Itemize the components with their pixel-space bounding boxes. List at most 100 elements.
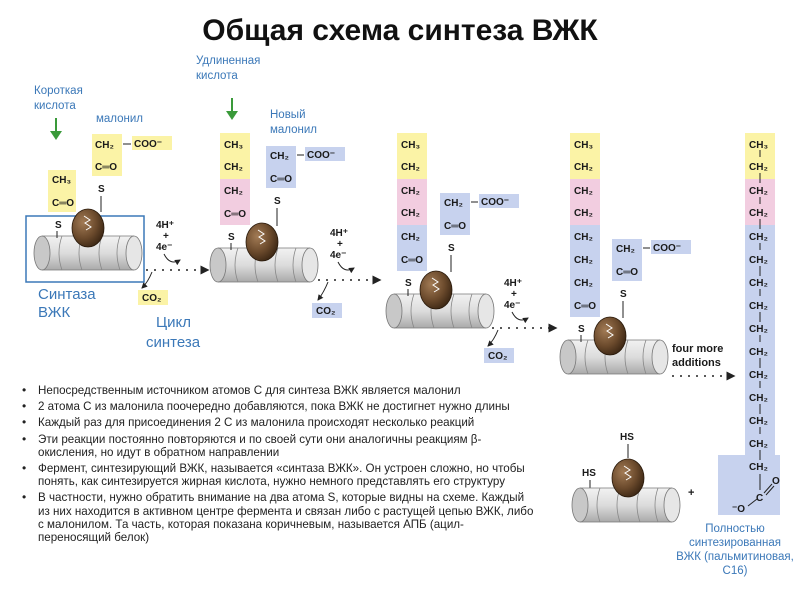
chem-ch3: CH₃	[749, 140, 768, 151]
bullet-item: Фермент, синтезирующий ВЖК, называется «…	[14, 462, 534, 488]
cycle-label-2: синтеза	[146, 334, 201, 351]
chem-ch2: CH₂	[401, 162, 420, 173]
apb-protein-icon	[245, 222, 279, 262]
malonyl-block-1	[92, 134, 122, 176]
apb-protein-icon	[593, 316, 627, 356]
chem-ch2: CH₂	[749, 416, 768, 427]
apb-protein-icon	[611, 458, 645, 498]
chem-ch2: CH₂	[574, 278, 593, 289]
chem-ch2: CH₂	[749, 462, 768, 473]
chem-plus: +	[163, 231, 169, 242]
co2-block-3	[484, 348, 514, 363]
bullet-item: 2 атома С из малонила поочередно добавля…	[14, 400, 534, 413]
chem-ominus: ⁻O	[732, 504, 745, 515]
bullet-item: Непосредственным источником атомов С для…	[14, 384, 534, 397]
chem-hs: HS	[582, 468, 596, 479]
bullet-list: Непосредственным источником атомов С для…	[14, 384, 534, 547]
chem-co: C═O	[401, 255, 423, 266]
bullet-item: Эти реакции постоянно повторяются и по с…	[14, 433, 534, 459]
stage-3: CH₃ CH₂ CH₂ CH₂ CH₂ C═O S CH₂ COO⁻ C═O S…	[385, 133, 558, 363]
chem-coo: COO⁻	[653, 243, 681, 254]
chem-plus: +	[337, 239, 343, 250]
chem-ch2: CH₂	[444, 198, 463, 209]
new-malonyl-label-2: малонил	[270, 124, 317, 136]
green-down-arrow-icon	[50, 118, 62, 140]
stage-4: CH₃ CH₂ CH₂ CH₂ CH₂ CH₂ CH₂ C═O S CH₂ CO…	[559, 133, 736, 381]
chem-co2: CO₂	[316, 306, 335, 317]
chem-coo: COO⁻	[481, 197, 509, 208]
bullet-item: Каждый раз для присоединения 2 С из мало…	[14, 416, 534, 429]
chem-hs: HS	[620, 432, 634, 443]
bullet-item: В частности, нужно обратить внимание на …	[14, 491, 534, 544]
four-more-label-1: four more	[672, 343, 723, 355]
apb-protein-icon	[71, 208, 105, 248]
chem-ch2: CH₂	[749, 324, 768, 335]
synthase-label-1: Синтаза	[38, 286, 96, 303]
chem-co: C═O	[444, 221, 466, 232]
chem-co: C═O	[574, 301, 596, 312]
elongated-label-1: Удлиненная	[196, 55, 260, 67]
chem-s: S	[620, 289, 627, 300]
chem-s: S	[55, 220, 62, 231]
chem-ch2: CH₂	[749, 232, 768, 243]
chem-co: C═O	[270, 174, 292, 185]
chem-4e: 4e⁻	[504, 300, 520, 311]
plus-sign: +	[688, 487, 694, 499]
chem-s: S	[405, 278, 412, 289]
chem-ch3: CH₃	[224, 140, 243, 151]
chem-s: S	[228, 232, 235, 243]
chem-4e: 4e⁻	[156, 242, 172, 253]
chem-ch2: CH₂	[749, 347, 768, 358]
coo-block-1	[132, 136, 172, 150]
chem-s: S	[98, 184, 105, 195]
cycle-label-1: Цикл	[156, 314, 191, 331]
chem-ch2: CH₂	[616, 244, 635, 255]
chem-ch2: CH₂	[401, 232, 420, 243]
acyl-block	[48, 170, 76, 212]
chem-ch2: CH₂	[574, 186, 593, 197]
chem-s: S	[448, 243, 455, 254]
chem-ch2: CH₂	[574, 162, 593, 173]
co2-block-1	[138, 290, 168, 305]
chem-ch2: CH₂	[270, 151, 289, 162]
palmitate-chain: CH₃ CH₂ CH₂ CH₂ CH₂ CH₂ CH₂ CH₂ CH₂ CH₂ …	[718, 133, 780, 515]
chem-ch2: CH₂	[95, 140, 114, 151]
chem-4h: 4H⁺	[504, 278, 522, 289]
chem-coo: COO⁻	[307, 150, 335, 161]
chem-ch3: CH₃	[401, 140, 420, 151]
chem-plus: +	[511, 289, 517, 300]
stage-2: Удлиненная кислота Новый малонил CH₃ CH₂…	[196, 55, 382, 318]
chem-ch2: CH₂	[749, 186, 768, 197]
chem-co: C═O	[224, 209, 246, 220]
malonyl-label: малонил	[96, 113, 143, 125]
chem-ch2: CH₂	[224, 186, 243, 197]
chem-co: C═O	[616, 267, 638, 278]
co2-block-2	[312, 303, 342, 318]
apb-protein-icon	[419, 270, 453, 310]
short-acid-label-1: Короткая	[34, 85, 83, 97]
chem-ch3: CH₃	[574, 140, 593, 151]
chem-co2: CO₂	[488, 351, 507, 362]
elongated-label-2: кислота	[196, 70, 238, 82]
chem-ch2: CH₂	[224, 162, 243, 173]
four-more-label-2: additions	[672, 357, 721, 369]
slide-title: Общая схема синтеза ВЖК	[202, 14, 598, 47]
chem-ch2: CH₂	[749, 301, 768, 312]
chem-ch2: CH₂	[574, 208, 593, 219]
short-acid-label-2: кислота	[34, 100, 76, 112]
synthase-label-2: ВЖК	[38, 304, 71, 321]
chem-ch2: CH₂	[749, 439, 768, 450]
chem-ch2: CH₂	[574, 232, 593, 243]
chem-ch2: CH₂	[401, 208, 420, 219]
chem-ch2: CH₂	[749, 370, 768, 381]
chem-s: S	[274, 196, 281, 207]
chem-ch2: CH₂	[749, 393, 768, 404]
final-product-caption: Полностью синтезированная ВЖК (пальмитин…	[676, 523, 794, 577]
chem-ch2: CH₂	[749, 208, 768, 219]
free-enzyme: HS HS +	[571, 432, 694, 523]
enzyme-cylinder	[571, 487, 681, 523]
chem-s: S	[578, 324, 585, 335]
chem-ch2: CH₂	[749, 278, 768, 289]
chem-co: C═O	[95, 162, 117, 173]
